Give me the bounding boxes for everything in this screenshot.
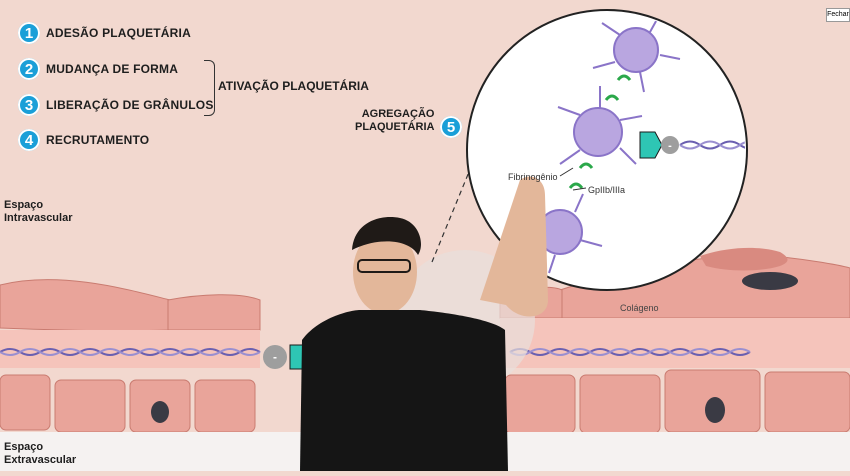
aggregation-line2: PLAQUETÁRIA (355, 121, 435, 133)
fibrinogen-annotation: Fibrinogênio (508, 172, 558, 182)
cell-nucleus-icon (742, 272, 798, 290)
step-number-badge: 2 (18, 58, 40, 80)
svg-text:-: - (668, 140, 672, 152)
aggregation-label: AGREGAÇÃO PLAQUETÁRIA (355, 108, 434, 134)
svg-text:-: - (273, 350, 277, 364)
step-number-badge: 4 (18, 129, 40, 151)
step-shape-change: 2 MUDANÇA DE FORMA (18, 58, 178, 80)
label-line: Intravascular (4, 212, 73, 224)
platelet-icon (537, 27, 659, 255)
activation-group-label: ATIVAÇÃO PLAQUETÁRIA (218, 79, 369, 93)
step-label: MUDANÇA DE FORMA (46, 62, 179, 76)
step-adhesion: 1 ADESÃO PLAQUETÁRIA (18, 22, 191, 44)
step-number-badge: 1 (18, 22, 40, 44)
step-label: LIBERAÇÃO DE GRÂNULOS (46, 98, 214, 112)
step-label: RECRUTAMENTO (46, 133, 150, 147)
step-number-badge: 3 (18, 94, 40, 116)
label-line: Espaço (4, 199, 44, 211)
extravascular-label: Espaço Extravascular (4, 441, 76, 467)
fibrinogen-bridge (568, 74, 632, 189)
step-granule-release: 3 LIBERAÇÃO DE GRÂNULOS (18, 94, 214, 116)
collagen-annotation: Colágeno (620, 303, 659, 313)
close-button[interactable]: Fechar (826, 8, 850, 22)
step-number-badge: 5 (440, 116, 462, 138)
presenter-figure (300, 176, 548, 471)
intravascular-label: Espaço Intravascular (4, 199, 72, 225)
aggregation-line1: AGREGAÇÃO (361, 108, 435, 120)
step-label: ADESÃO PLAQUETÁRIA (46, 26, 191, 40)
label-line: Extravascular (4, 454, 77, 466)
collagen-fiber (0, 348, 751, 356)
group-brace (204, 60, 215, 116)
receptor-annotation: GpIIb/IIIa (588, 185, 626, 195)
label-line: Espaço (4, 441, 44, 453)
step-recruitment: 4 RECRUTAMENTO (18, 129, 149, 151)
